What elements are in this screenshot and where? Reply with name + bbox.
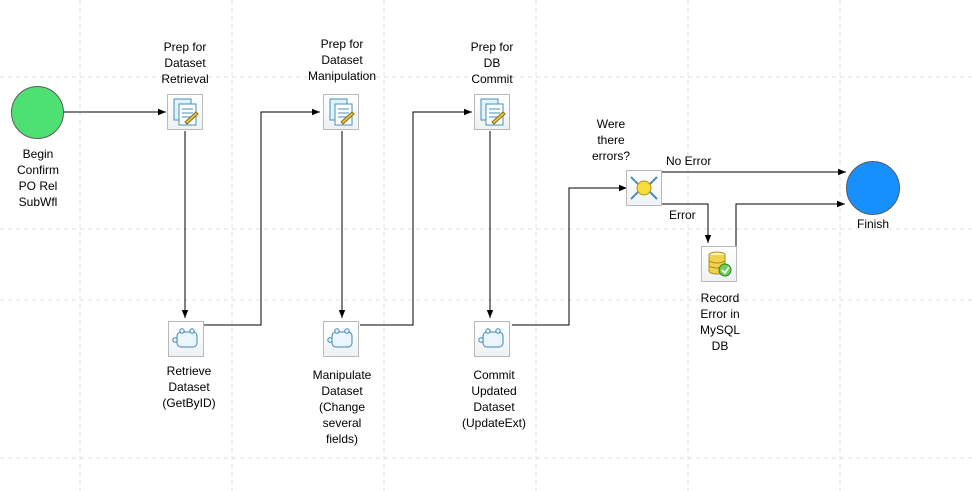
retrieve-node[interactable]: [168, 321, 204, 357]
start-circle[interactable]: [11, 86, 64, 139]
database-icon: [708, 251, 732, 277]
prep-manipulation-label: Prep for Dataset Manipulation: [307, 37, 377, 83]
record-error-node[interactable]: [701, 246, 737, 282]
decision-icon: [630, 176, 658, 200]
service-call-icon: [478, 328, 504, 348]
error-edge-label: Error: [669, 208, 696, 222]
manipulate-label: Manipulate Dataset (Change several field…: [312, 368, 372, 446]
commit-node[interactable]: [474, 321, 510, 357]
script-document-icon: [480, 98, 506, 126]
prep-retrieval-node[interactable]: [167, 94, 203, 130]
script-document-icon: [173, 98, 199, 126]
record-error-label: Record Error in MySQL DB: [699, 291, 740, 353]
manipulate-node[interactable]: [323, 321, 359, 357]
prep-manipulation-node[interactable]: [323, 94, 359, 130]
prep-retrieval-label: Prep for Dataset Retrieval: [161, 40, 209, 86]
edge-retrieve-to-prep-manipulation: [204, 108, 320, 326]
finish-circle[interactable]: [846, 161, 900, 215]
decision-node[interactable]: [626, 170, 662, 206]
decision-label: Were there errors?: [591, 117, 630, 163]
commit-label: Commit Updated Dataset (UpdateExt): [461, 368, 527, 430]
edge-decision-error-to-record-error: [660, 203, 712, 243]
edge-manipulate-to-prep-commit: [360, 108, 472, 326]
prep-commit-label: Prep for DB Commit: [470, 40, 514, 86]
service-call-icon: [172, 328, 198, 348]
retrieve-label: Retrieve Dataset (GetByID): [162, 364, 216, 410]
no-error-edge-label: No Error: [666, 154, 712, 168]
edge-record-error-to-finish: [735, 200, 845, 261]
begin-label: Begin Confirm PO Rel SubWfl: [16, 147, 59, 209]
script-document-icon: [329, 98, 355, 126]
finish-label: Finish: [856, 217, 889, 231]
edge-commit-to-decision: [512, 184, 627, 326]
flow-edges: [64, 108, 846, 326]
prep-commit-node[interactable]: [474, 94, 510, 130]
service-call-icon: [327, 328, 353, 348]
